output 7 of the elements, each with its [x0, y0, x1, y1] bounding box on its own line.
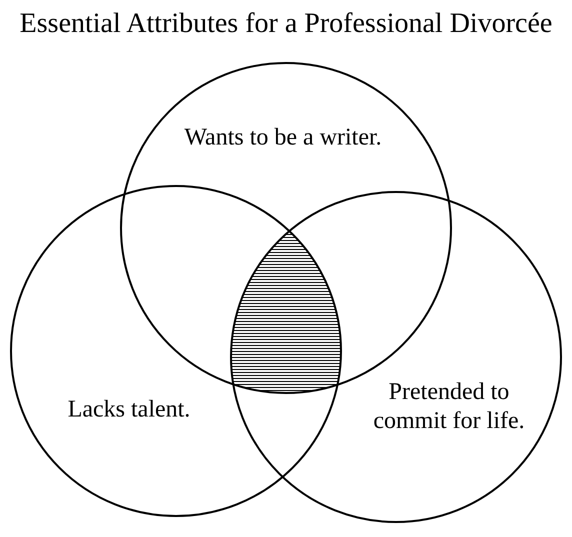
venn-circle [230, 191, 562, 523]
circle-label: Pretended to commit for life. [372, 378, 526, 436]
circle-label: Wants to be a writer. [184, 124, 382, 152]
venn-circle [10, 185, 342, 517]
hatched-region [233, 231, 338, 393]
diagram-title: Essential Attributes for a Professional Divorcée [20, 7, 552, 41]
circle-label: Lacks talent. [68, 396, 190, 424]
